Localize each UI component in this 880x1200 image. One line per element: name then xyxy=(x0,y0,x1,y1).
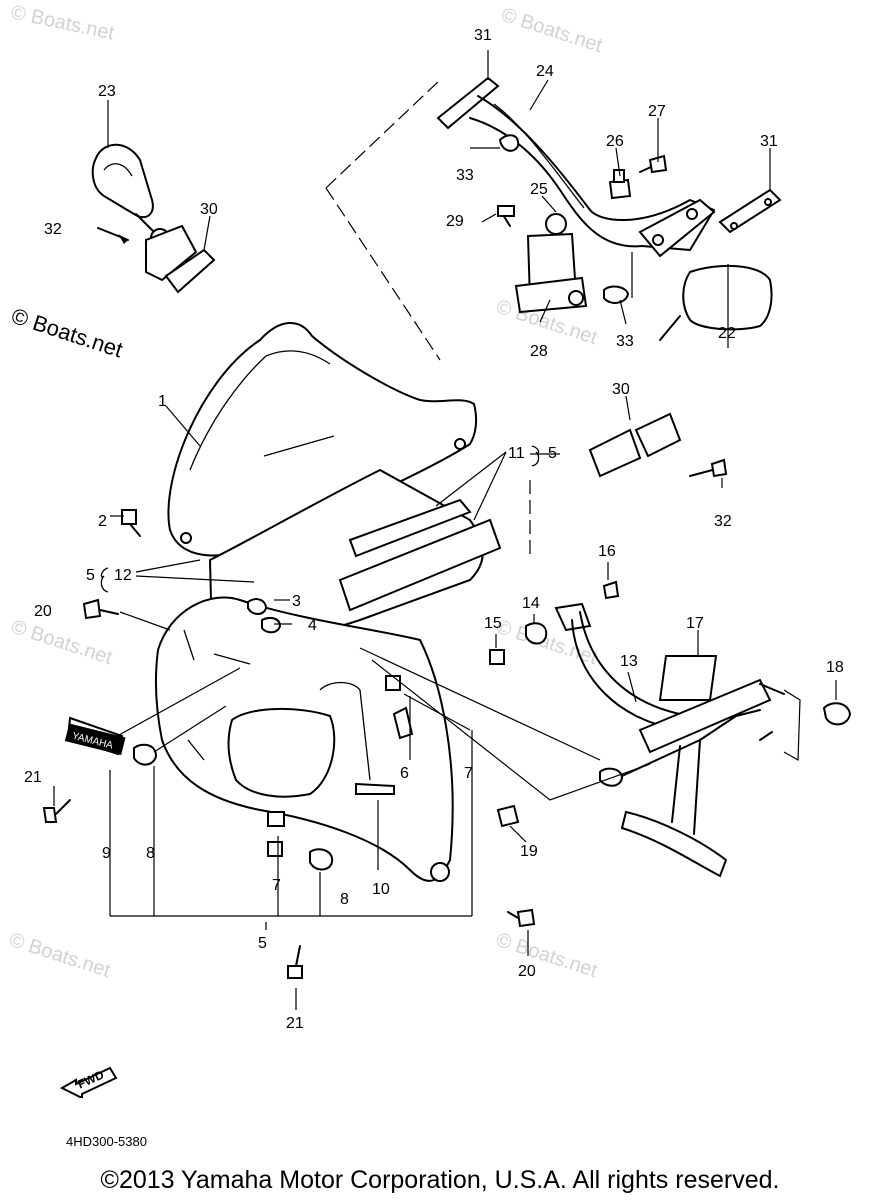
callout-31: 31 xyxy=(760,133,778,150)
brace-marks xyxy=(100,445,540,593)
callout-33: 33 xyxy=(616,333,634,350)
copyright-notice: ©2013 Yamaha Motor Corporation, U.S.A. A… xyxy=(100,1166,780,1194)
left-mirror-assembly xyxy=(91,143,216,294)
callout-3: 3 xyxy=(292,593,301,610)
callout-18: 18 xyxy=(826,659,844,676)
callout-12: 12 xyxy=(114,567,132,584)
watermark: © Boats.net xyxy=(9,1,117,44)
callout-32: 32 xyxy=(714,513,732,530)
watermark-main: © Boats.net xyxy=(8,303,125,362)
watermark: © Boats.net xyxy=(498,4,605,57)
callout-8: 8 xyxy=(340,891,349,908)
callout-7: 7 xyxy=(272,877,281,894)
callout-24: 24 xyxy=(536,63,554,80)
callout-25: 25 xyxy=(530,181,548,198)
callout-17: 17 xyxy=(686,615,704,632)
callout-23: 23 xyxy=(98,83,116,100)
watermark: © Boats.net xyxy=(8,616,115,669)
callout-30: 30 xyxy=(200,201,218,218)
callout-15: 15 xyxy=(484,615,502,632)
callout-32: 32 xyxy=(44,221,62,238)
callout-14: 14 xyxy=(522,595,540,612)
callout-13: 13 xyxy=(620,653,638,670)
stay-bracket-assembly xyxy=(325,76,782,361)
watermark: © Boats.net xyxy=(493,929,600,982)
callout-10: 10 xyxy=(372,881,390,898)
callout-33: 33 xyxy=(456,167,474,184)
right-mirror-assembly xyxy=(588,264,773,478)
callout-5: 5 xyxy=(258,935,267,952)
callout-7: 7 xyxy=(464,765,473,782)
callout-19: 19 xyxy=(520,843,538,860)
callout-30: 30 xyxy=(612,381,630,398)
callout-6: 6 xyxy=(400,765,409,782)
callout-16: 16 xyxy=(598,543,616,560)
callout-1: 1 xyxy=(158,393,167,410)
callout-labels: 1 2 3 4 5 5 5 6 7 7 8 8 9 10 11 12 13 14… xyxy=(24,27,844,1032)
callout-27: 27 xyxy=(648,103,666,120)
callout-28: 28 xyxy=(530,343,548,360)
callout-5: 5 xyxy=(548,445,557,462)
fwd-arrow-icon: FWD xyxy=(60,1066,118,1098)
callout-21: 21 xyxy=(24,769,42,786)
callout-20: 20 xyxy=(518,963,536,980)
callout-5: 5 xyxy=(86,567,95,584)
callout-9: 9 xyxy=(102,845,111,862)
watermark: © Boats.net xyxy=(6,929,113,982)
lower-stay-assembly xyxy=(489,580,852,878)
diagram-code: 4HD300-5380 xyxy=(66,1134,147,1149)
callout-22: 22 xyxy=(718,325,736,342)
leader-lines xyxy=(53,50,837,1010)
callout-8: 8 xyxy=(146,845,155,862)
callout-4: 4 xyxy=(308,617,317,634)
callout-21: 21 xyxy=(286,1015,304,1032)
callout-31: 31 xyxy=(474,27,492,44)
callout-11: 11 xyxy=(508,445,525,462)
callout-20: 20 xyxy=(34,603,52,620)
callout-29: 29 xyxy=(446,213,464,230)
callout-2: 2 xyxy=(98,513,107,530)
callout-26: 26 xyxy=(606,133,624,150)
